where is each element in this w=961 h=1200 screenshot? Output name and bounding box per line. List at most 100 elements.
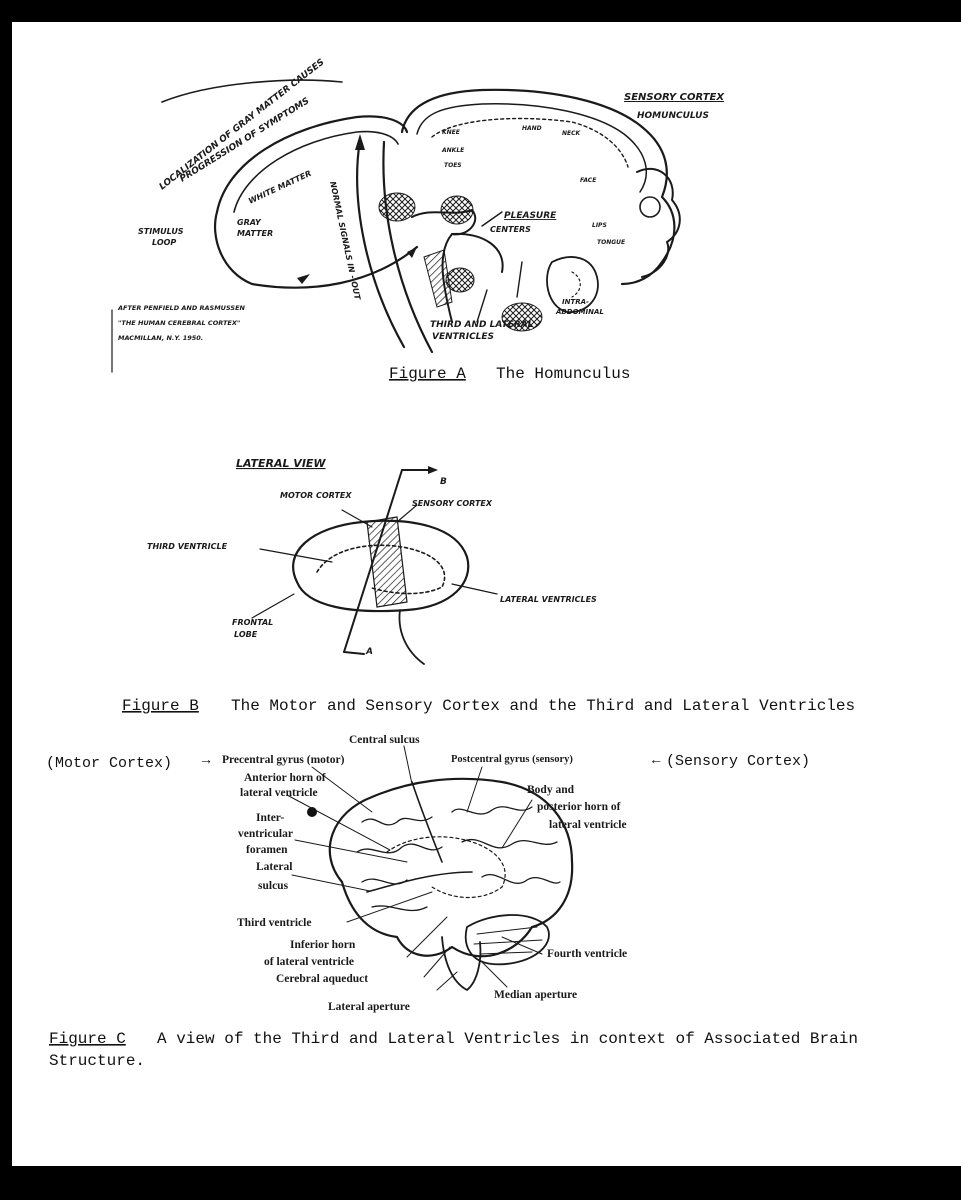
label-inferior-horn-1: Inferior horn	[290, 939, 356, 951]
label-credit-3: MACMILLAN, N.Y. 1950.	[118, 334, 203, 342]
caption-c-text-1: A view of the Third and Lateral Ventricl…	[157, 1030, 858, 1048]
label-postcentral-gyrus: Postcentral gyrus (sensory)	[451, 754, 573, 765]
lateral-ventricles-b	[316, 544, 446, 595]
document-page: LOCALIZATION OF GRAY MATTER CAUSES PROGR…	[12, 22, 961, 1166]
cortex-dotted-band	[431, 117, 629, 168]
hatched-region-4	[445, 267, 475, 293]
lateral-sulcus-line	[366, 871, 473, 893]
caption-c-text-2: Structure.	[49, 1052, 145, 1070]
label-sensory-cortex-b: SENSORY CORTEX	[412, 499, 493, 508]
figure-a-homunculus: LOCALIZATION OF GRAY MATTER CAUSES PROGR…	[111, 57, 725, 383]
label-matter: MATTER	[237, 229, 273, 238]
label-fourth-ventricle: Fourth ventricle	[547, 948, 627, 960]
brainstem-c	[441, 936, 482, 991]
label-toes: TOES	[444, 162, 462, 169]
lateral-ventricle-c	[386, 836, 506, 899]
label-credit-1: AFTER PENFIELD AND RASMUSSEN	[117, 304, 246, 312]
central-sulcus-line	[411, 781, 443, 863]
label-abdominal: ABDOMINAL	[555, 308, 604, 316]
loop-outer-arc	[215, 115, 409, 214]
svg-text:→: →	[202, 753, 211, 769]
label-ankle: ANKLE	[441, 147, 465, 154]
brainstem-b	[398, 609, 425, 665]
label-third-lateral: THIRD AND LATERAL	[430, 320, 534, 330]
label-lateral-view: LATERAL VIEW	[236, 457, 326, 470]
label-body-1: Body and	[527, 784, 575, 796]
label-tongue: TONGUE	[597, 239, 626, 246]
intra-abdominal-organ	[546, 256, 599, 313]
label-anterior-horn-1: Anterior horn of	[244, 772, 326, 784]
label-hand: HAND	[522, 125, 542, 132]
label-credit-2: "THE HUMAN CEREBRAL CORTEX"	[118, 319, 240, 327]
caption-b-label: Figure B	[122, 697, 199, 715]
ventricle-right	[451, 232, 504, 273]
label-stimulus: STIMULUS	[138, 227, 184, 236]
label-third-ventricle-c: Third ventricle	[237, 917, 311, 929]
caption-b-text: The Motor and Sensory Cortex and the Thi…	[231, 697, 855, 715]
figure-b-lateral-view: LATERAL VIEW MOTOR CORTEX SENSORY CORTEX…	[122, 457, 855, 715]
brain-c-gyri	[356, 806, 561, 912]
cortex-outline	[400, 88, 676, 286]
cerebellum	[464, 914, 550, 966]
caption-a-label: Figure A	[389, 365, 466, 383]
label-cerebral-aqueduct: Cerebral aqueduct	[276, 973, 368, 985]
hatched-region-3	[423, 249, 453, 308]
hatched-region-1	[378, 192, 416, 222]
label-lateral-ventricles-b: LATERAL VENTRICLES	[500, 595, 597, 604]
label-ventricles: VENTRICLES	[432, 332, 494, 342]
label-motor-cortex: MOTOR CORTEX	[280, 491, 352, 500]
label-median-aperture: Median aperture	[494, 989, 577, 1001]
label-lateral-sulcus-2: sulcus	[258, 880, 289, 892]
label-sensory-cortex-c: (Sensory Cortex)	[666, 753, 810, 770]
loop-lower-arc	[213, 210, 419, 289]
label-precentral-gyrus: Precentral gyrus (motor)	[222, 754, 345, 766]
loop-arrowhead	[407, 247, 417, 258]
caption-c-label: Figure C	[49, 1030, 126, 1048]
label-inter-3: foramen	[246, 844, 288, 856]
cortex-inner-band	[416, 103, 648, 193]
localization-arc	[161, 79, 343, 103]
white-matter-arc	[233, 130, 399, 213]
figures-canvas: LOCALIZATION OF GRAY MATTER CAUSES PROGR…	[46, 57, 858, 1070]
figure-c-brain-structure: → ← (Motor Cortex) (Sensory Cortex) Cent…	[46, 734, 858, 1070]
label-body-3: lateral ventricle	[549, 819, 627, 831]
label-progression: PROGRESSION OF SYMPTOMS	[178, 96, 311, 184]
hatched-region-5	[501, 302, 543, 332]
label-third-ventricle-b: THIRD VENTRICLE	[147, 542, 228, 551]
loop-arrowhead-2	[297, 274, 310, 284]
marker-a: A	[365, 647, 373, 657]
label-body-2: posterior horn of	[537, 801, 621, 813]
label-gray: GRAY	[237, 218, 262, 227]
hatched-region-2	[440, 195, 474, 225]
label-inferior-horn-2: of lateral ventricle	[264, 956, 354, 968]
label-pleasure: PLEASURE	[504, 211, 557, 221]
label-lateral-sulcus-1: Lateral	[256, 861, 292, 873]
label-knee: KNEE	[442, 129, 461, 136]
brain-c-outline	[328, 777, 574, 958]
label-lips: LIPS	[592, 222, 607, 229]
label-face: FACE	[580, 177, 597, 184]
label-anterior-horn-2: lateral ventricle	[240, 787, 318, 799]
marker-b: B	[440, 477, 447, 487]
section-line	[343, 469, 403, 653]
label-homunculus: HOMUNCULUS	[637, 111, 709, 121]
label-centers: CENTERS	[490, 225, 531, 234]
signal-line-in	[356, 138, 406, 349]
signal-arrow-up	[355, 134, 365, 150]
label-lateral-aperture: Lateral aperture	[328, 1001, 410, 1013]
signal-line-out	[382, 140, 434, 354]
homunculus-face	[636, 167, 681, 278]
label-intra: INTRA-	[562, 298, 589, 306]
label-loop: LOOP	[152, 238, 176, 247]
homunculus-eye	[639, 196, 661, 218]
label-sensory-cortex: SENSORY CORTEX	[624, 92, 725, 103]
label-central-sulcus: Central sulcus	[349, 734, 420, 746]
label-inter-2: ventricular	[238, 828, 293, 840]
label-neck: NECK	[562, 130, 582, 137]
svg-text:←: ←	[652, 753, 661, 769]
label-inter-1: Inter-	[256, 812, 284, 824]
label-frontal: FRONTAL	[232, 618, 273, 627]
label-lobe: LOBE	[234, 630, 258, 639]
caption-a-text: The Homunculus	[496, 365, 630, 383]
label-motor-cortex-c: (Motor Cortex)	[46, 755, 172, 772]
